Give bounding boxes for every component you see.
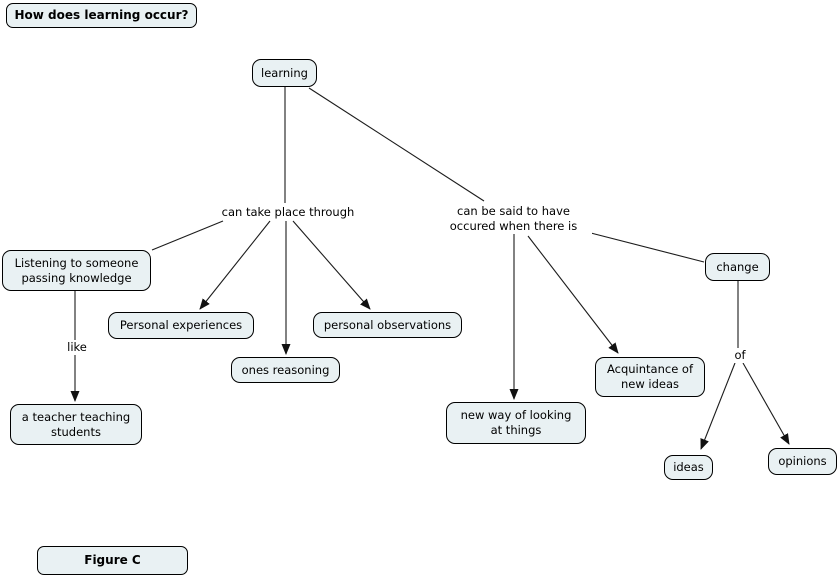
concept-node-opinions[interactable]: opinions: [768, 448, 837, 475]
linking-phrase-like[interactable]: like: [60, 340, 94, 356]
connector-learning-canbesaid: [308, 87, 485, 202]
concept-node-teacher-teaching-students[interactable]: a teacher teaching students: [10, 404, 142, 445]
concept-node-personal-experiences[interactable]: Personal experiences: [108, 312, 254, 339]
connector-cantakeplace-observations: [292, 220, 371, 310]
connector-canbesaid-acquintance: [527, 235, 619, 354]
concept-node-personal-observations[interactable]: personal observations: [313, 312, 462, 338]
concept-node-new-way-of-looking[interactable]: new way of looking at things: [446, 402, 586, 444]
linking-phrase-of[interactable]: of: [728, 348, 752, 364]
concept-node-ideas[interactable]: ideas: [664, 455, 713, 480]
concept-node-ones-reasoning[interactable]: ones reasoning: [231, 357, 340, 383]
connector-cantakeplace-listening: [151, 220, 224, 251]
linking-phrase-can-be-said-to-have[interactable]: can be said to have occured when there i…: [435, 204, 592, 235]
connector-of-ideas: [700, 362, 736, 450]
figure-caption-node[interactable]: Figure C: [37, 546, 188, 575]
concept-node-learning[interactable]: learning: [252, 59, 317, 87]
question-node[interactable]: How does learning occur?: [6, 3, 197, 28]
connector-of-opinions: [742, 362, 790, 445]
concept-node-listening-to-someone[interactable]: Listening to someone passing knowledge: [2, 250, 151, 291]
concept-node-change[interactable]: change: [705, 253, 770, 281]
concept-node-acquintance-of-new-ideas[interactable]: Acquintance of new ideas: [595, 357, 705, 397]
connector-canbesaid-change: [582, 230, 705, 263]
linking-phrase-can-take-place-through[interactable]: can take place through: [212, 205, 364, 221]
connector-cantakeplace-experiences: [199, 220, 271, 310]
